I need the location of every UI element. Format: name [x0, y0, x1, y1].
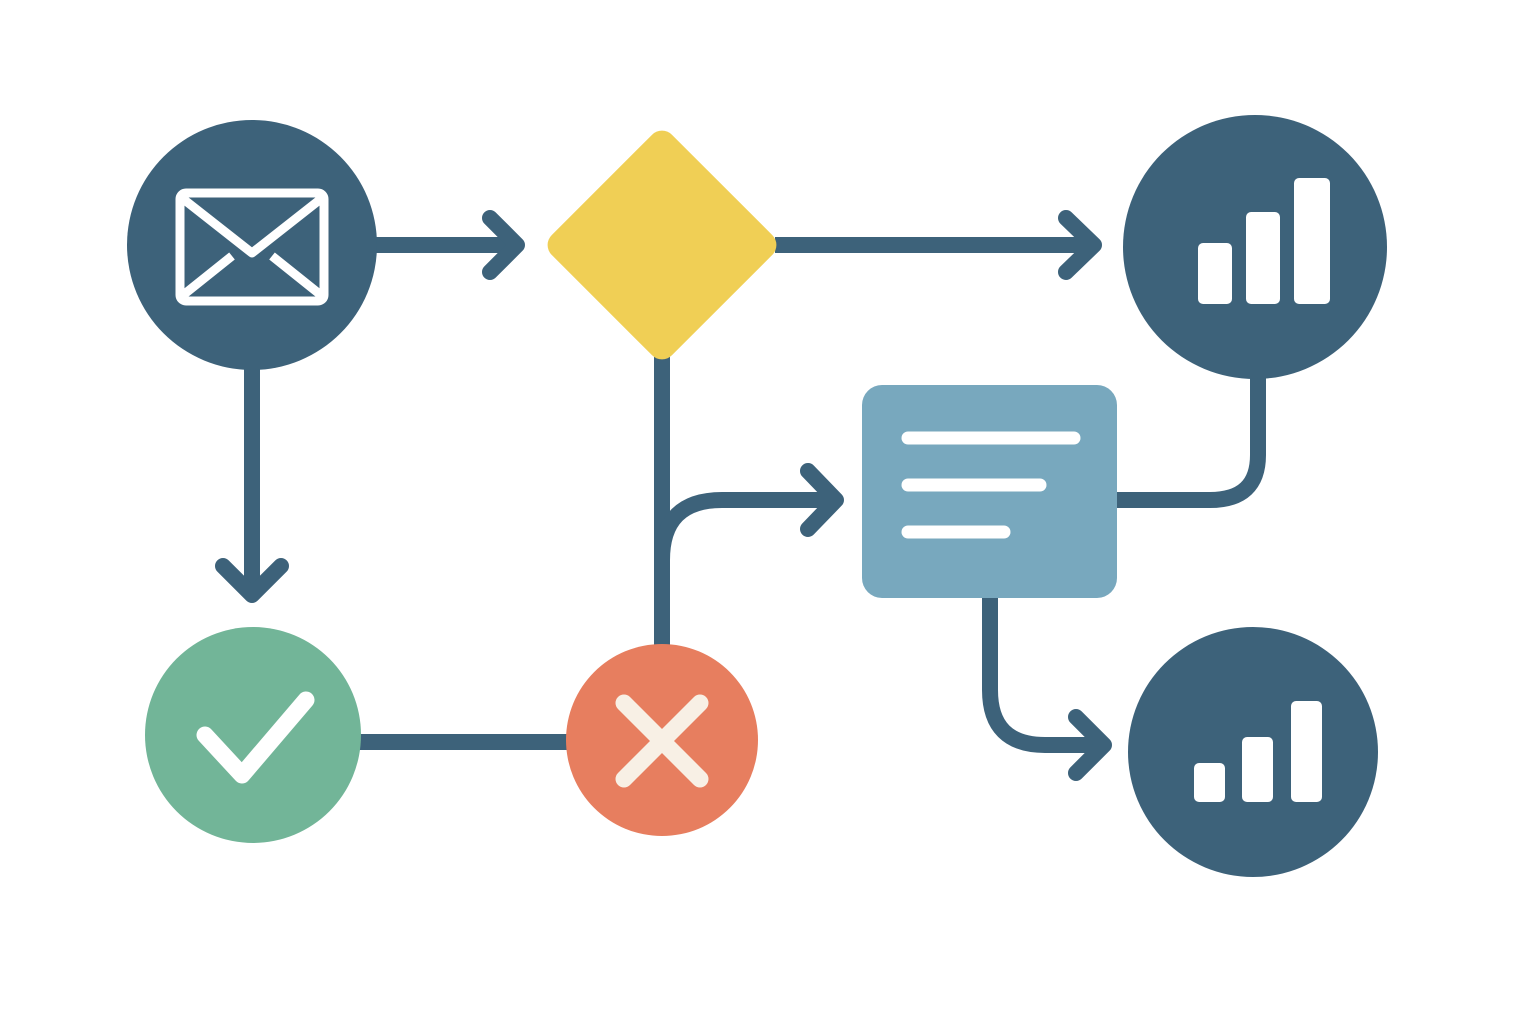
node-success[interactable]	[145, 627, 361, 843]
node-chart-top[interactable]	[1123, 115, 1387, 379]
node-failure[interactable]	[566, 644, 758, 836]
node-email[interactable]	[127, 120, 377, 370]
arrowhead-icon	[1068, 709, 1112, 781]
edge-chart-top-document	[1112, 370, 1266, 508]
connectors	[215, 210, 1266, 781]
checkmark-icon	[196, 691, 315, 784]
bar-chart-icon	[1194, 701, 1322, 802]
text-lines-icon	[901, 431, 1081, 539]
envelope-icon	[175, 188, 329, 306]
arrowhead-icon	[482, 210, 525, 280]
node-decision[interactable]	[542, 125, 782, 365]
bar-chart-icon	[1198, 178, 1330, 304]
node-chart-bottom[interactable]	[1128, 627, 1378, 877]
edge-document-chart-bottom	[982, 595, 1100, 753]
arrowhead-icon	[800, 463, 844, 537]
arrowhead-icon	[215, 558, 289, 603]
arrowhead-icon	[1058, 210, 1102, 280]
edge-decision-document	[654, 492, 835, 561]
node-document[interactable]	[862, 385, 1117, 598]
x-icon	[615, 694, 709, 788]
